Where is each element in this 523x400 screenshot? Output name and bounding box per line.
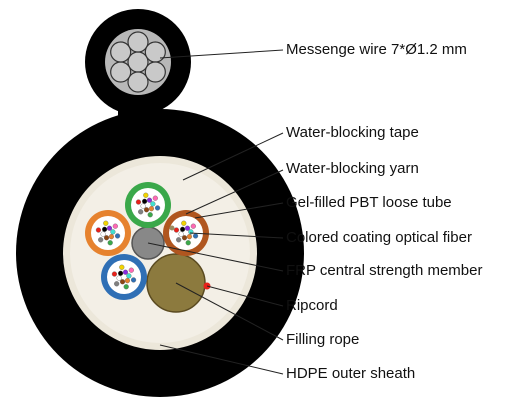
optical-fiber (173, 227, 180, 233)
optical-fiber (192, 233, 199, 239)
optical-fiber (150, 201, 156, 207)
messenger-strand (127, 31, 149, 53)
optical-fiber (102, 226, 108, 232)
optical-fiber (128, 267, 134, 273)
messenger-strand (110, 41, 132, 63)
messenger-strand (127, 51, 149, 73)
optical-fiber (106, 225, 113, 231)
label-optical-fiber: Colored coating optical fiber (286, 229, 472, 246)
optical-fiber (123, 284, 129, 290)
label-filling-rope: Filling rope (286, 331, 360, 348)
loose-tube-brown (163, 210, 209, 256)
optical-fiber (124, 278, 130, 284)
label-water-blocking-yarn: Water-blocking yarn (286, 160, 419, 177)
messenger-strand (144, 41, 166, 63)
optical-fiber (119, 264, 125, 270)
optical-fiber (184, 225, 191, 231)
optical-fiber (185, 240, 191, 246)
optical-fiber (190, 223, 196, 229)
leader-loose-tube (194, 202, 284, 219)
optical-fiber (143, 207, 150, 213)
label-outer-sheath: HDPE outer sheath (286, 365, 416, 382)
optical-fiber (154, 205, 161, 211)
optical-fiber (103, 235, 110, 241)
optical-fiber (103, 220, 109, 226)
optical-fiber (176, 237, 182, 243)
optical-fiber (116, 275, 122, 281)
messenger-strand (110, 61, 132, 83)
optical-fiber (148, 206, 154, 212)
messenger-strand (127, 71, 149, 93)
messenger-wire (85, 9, 191, 115)
water-blocking-yarn-dot (169, 225, 175, 231)
optical-fiber (180, 226, 186, 232)
optical-fiber (95, 227, 102, 233)
label-ripcord: Ripcord (286, 297, 338, 314)
loose-tube-gel (91, 216, 125, 250)
leader-filling-rope (175, 282, 284, 341)
leader-messenger (159, 49, 284, 59)
optical-fiber (119, 279, 126, 285)
loose-tube-green (125, 182, 171, 228)
optical-fiber (140, 203, 146, 209)
leader-optical-fiber (189, 232, 284, 239)
optical-fiber (135, 199, 142, 205)
optical-fiber (181, 220, 187, 226)
optical-fiber (138, 209, 144, 215)
optical-fiber (186, 234, 192, 240)
optical-fiber (114, 233, 121, 239)
optical-fiber (122, 269, 129, 275)
optical-fiber (118, 270, 124, 276)
leader-yarn (185, 169, 284, 215)
main-cable (16, 109, 304, 397)
optical-fiber (152, 195, 158, 201)
label-water-blocking-tape: Water-blocking tape (286, 124, 419, 141)
messenger-strand (144, 61, 166, 83)
optical-fiber (100, 231, 106, 237)
optical-fiber (114, 281, 120, 287)
optical-fiber (112, 223, 118, 229)
optical-fiber (108, 234, 114, 240)
optical-fiber (178, 231, 184, 237)
optical-fiber (111, 271, 118, 277)
loose-tube-orange (85, 210, 131, 256)
leader-lines (147, 49, 284, 375)
optical-fiber (107, 240, 113, 246)
optical-fiber (130, 277, 137, 283)
messenger-strands (110, 31, 166, 93)
optical-fiber (143, 192, 149, 198)
loose-tube-blue (101, 254, 147, 300)
label-messenger-wire: Messenge wire 7*Ø1.2 mm (286, 41, 467, 58)
label-frp-member: FRP central strength member (286, 262, 483, 279)
optical-fiber (147, 212, 153, 218)
optical-fiber (146, 197, 153, 203)
loose-tube-gel (131, 188, 165, 222)
loose-tube-gel (107, 260, 141, 294)
optical-fiber (110, 229, 116, 235)
optical-fiber (142, 198, 148, 204)
leader-tape (182, 132, 284, 181)
leader-frp (147, 242, 284, 272)
leader-ripcord (206, 285, 284, 307)
leader-outer-sheath (159, 344, 284, 375)
optical-fiber (126, 273, 132, 279)
optical-fiber (98, 237, 104, 243)
optical-fiber (181, 235, 188, 241)
label-loose-tube: Gel-filled PBT loose tube (286, 194, 452, 211)
